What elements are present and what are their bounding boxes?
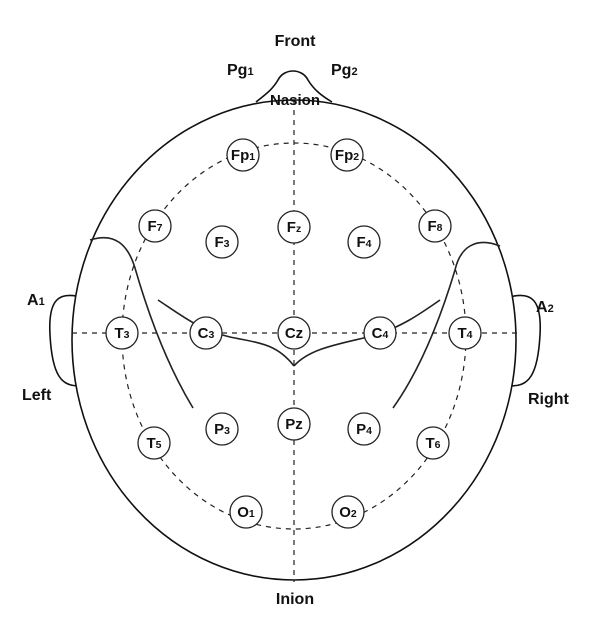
a1-label: A1 [27,292,45,309]
electrode-o2-base: O [339,504,351,521]
a2-label: A2 [536,299,554,316]
a2-sub: 2 [548,303,554,315]
electrode-c3-sub: 3 [209,329,215,341]
electrode-t4-base: T [457,325,466,342]
electrode-o1-base: O [237,504,249,521]
electrode-f8: F8 [418,209,452,243]
svg-text:F8: F8 [427,218,442,235]
electrode-c4: C4 [363,316,397,350]
svg-text:F4: F4 [356,234,371,251]
electrode-t3-base: T [114,325,123,342]
electrode-f8-base: F [427,218,436,235]
svg-text:T4: T4 [457,325,472,342]
svg-text:P4: P4 [356,421,372,438]
electrode-o1: O1 [229,495,263,529]
electrode-t5-base: T [146,435,155,452]
electrode-fp1-base: Fp [231,147,249,164]
pg2-label: Pg2 [331,62,358,79]
electrode-f4-sub: 4 [366,238,372,250]
electrode-t3-sub: 3 [124,329,130,341]
svg-text:T3: T3 [114,325,129,342]
electrode-t6: T6 [416,426,450,460]
electrode-t6-sub: 6 [435,439,441,451]
electrode-p4: P4 [347,412,381,446]
electrode-t6-base: T [425,435,434,452]
electrode-f7: F7 [138,209,172,243]
nose [255,70,333,103]
svg-text:C3: C3 [198,325,215,342]
electrode-fz-sub: z [296,223,301,235]
electrode-fp2-sub: 2 [353,151,359,163]
central-sulcus-left [157,299,295,367]
electrode-p3-sub: 3 [224,425,230,437]
electrode-o1-sub: 1 [249,508,255,520]
electrode-c3: C3 [189,316,223,350]
electrode-cz-base: Cz [285,325,303,342]
svg-text:Cz: Cz [285,325,303,342]
left-label: Left [22,387,52,404]
front-label: Front [275,33,317,50]
electrode-f3-sub: 3 [224,238,230,250]
electrode-pz: Pz [277,407,311,441]
nasion-label: Nasion [270,92,320,109]
electrode-o2: O2 [331,495,365,529]
inion-label: Inion [276,591,314,608]
electrode-f7-base: F [147,218,156,235]
pg2-sub: 2 [351,66,357,78]
lateral-fissure-right [392,241,501,409]
electrode-t4: T4 [448,316,482,350]
svg-text:Fz: Fz [287,219,301,236]
svg-text:Pz: Pz [285,416,303,433]
electrode-p4-base: P [356,421,366,438]
svg-text:P3: P3 [214,421,230,438]
svg-text:F7: F7 [147,218,162,235]
electrode-o2-sub: 2 [351,508,357,520]
electrode-c4-base: C [372,325,383,342]
electrode-fp1-sub: 1 [249,151,255,163]
svg-text:F3: F3 [214,234,229,251]
electrode-c3-base: C [198,325,209,342]
electrode-f4-base: F [356,234,365,251]
electrode-t5-sub: 5 [156,439,162,451]
pg1-label: Pg1 [227,62,254,79]
a1-base: A [27,292,39,309]
pg2-base: Pg [331,62,351,79]
pg1-sub: 1 [247,66,253,78]
svg-text:Fp1: Fp1 [231,147,255,164]
electrode-p3: P3 [205,412,239,446]
electrode-t4-sub: 4 [467,329,473,341]
electrode-p3-base: P [214,421,224,438]
electrode-f4: F4 [347,225,381,259]
svg-text:O1: O1 [237,504,255,521]
electrode-fp2-base: Fp [335,147,353,164]
electrode-p4-sub: 4 [366,425,372,437]
electrode-t5: T5 [137,426,171,460]
electrode-fp1: Fp1 [226,138,260,172]
electrode-fp2: Fp2 [330,138,364,172]
pg1-base: Pg [227,62,247,79]
electrode-t3: T3 [105,316,139,350]
electrode-pz-base: Pz [285,416,303,433]
electrode-f8-sub: 8 [437,222,443,234]
svg-text:Fp2: Fp2 [335,147,359,164]
svg-text:T5: T5 [146,435,161,452]
electrode-f3: F3 [205,225,239,259]
right-label: Right [528,391,570,408]
lateral-fissure-left [89,236,194,409]
svg-text:T6: T6 [425,435,440,452]
electrode-f3-base: F [214,234,223,251]
electrode-fz-base: F [287,219,296,236]
electrode-c4-sub: 4 [383,329,389,341]
electrode-f7-sub: 7 [157,222,163,234]
electrode-fz: Fz [277,210,311,244]
electrode-cz: Cz [277,316,311,350]
a2-base: A [536,299,548,316]
svg-text:O2: O2 [339,504,357,521]
svg-text:C4: C4 [372,325,389,342]
a1-sub: 1 [39,296,45,308]
